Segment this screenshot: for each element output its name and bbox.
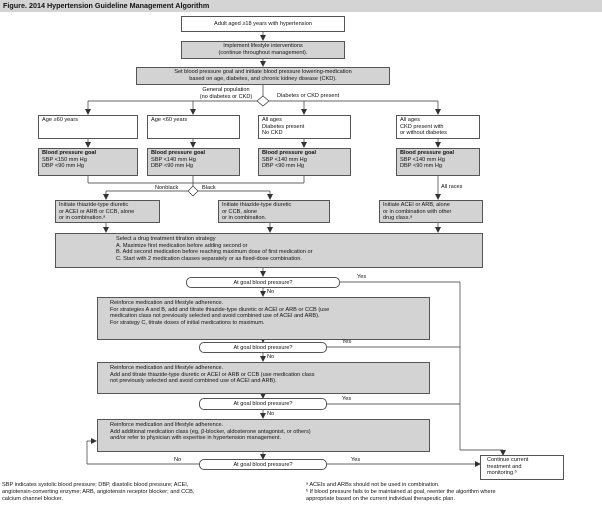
goal-box-age-60-plus: Blood pressure goal SBP <150 mm Hg DBP <… [38, 148, 138, 176]
age-under-60-box: Age <60 years [147, 115, 240, 139]
reinforce-box-1: Reinforce medication and lifestyle adher… [97, 297, 430, 340]
goal-question-4: At goal blood pressure? [199, 459, 327, 470]
diabetes-no-ckd-box: All ages Diabetes present No CKD [258, 115, 351, 139]
footnote-abbreviations: SBP indicates systolic blood pressure; D… [2, 482, 195, 502]
yes-label-3: Yes [342, 396, 352, 402]
yes-label-4: Yes [351, 457, 361, 463]
init-black-box: Initiate thiazide-type diuretic or CCB, … [218, 200, 330, 223]
no-label-2: No [267, 354, 275, 360]
goal-box-diabetes: Blood pressure goal SBP <140 mm Hg DBP <… [258, 148, 351, 176]
titration-strategy-box: Select a drug treatment titration strate… [55, 233, 483, 268]
goal-question-1: At goal blood pressure? [186, 277, 340, 288]
init-nonblack-box: Initiate thiazide-type diuretic or ACEI … [55, 200, 160, 223]
goal-question-3: At goal blood pressure? [199, 398, 327, 410]
no-label-1: No [267, 289, 275, 295]
no-label-4: No [174, 457, 182, 463]
reinforce-box-3: Reinforce medication and lifestyle adher… [97, 419, 430, 452]
goal-box-ckd: Blood pressure goal SBP <140 mm Hg DBP <… [396, 148, 480, 176]
diabetes-ckd-label: Diabetes or CKD present [277, 93, 340, 99]
footnote-b: ᵇ If blood pressure fails to be maintain… [306, 489, 496, 502]
branch-diamond [256, 95, 270, 107]
age-60-plus-box: Age ≥60 years [38, 115, 138, 139]
goal-question-2: At goal blood pressure? [199, 342, 327, 353]
footnote-a: ᵃ ACEIs and ARBs should not be used in c… [306, 482, 440, 488]
all-races-label: All races [441, 184, 463, 190]
set-goal-box: Set blood pressure goal and initiate blo… [136, 67, 390, 85]
start-box: Adult aged ≥18 years with hypertension [181, 16, 345, 32]
lifestyle-box: Implement lifestyle interventions (conti… [181, 41, 345, 59]
goal-box-age-under-60: Blood pressure goal SBP <140 mm Hg DBP <… [147, 148, 240, 176]
ckd-present-box: All ages CKD present with or without dia… [396, 115, 480, 139]
nonblack-label: Nonblack [155, 185, 179, 191]
figure-title: Figure. 2014 Hypertension Guideline Mana… [0, 0, 602, 12]
general-population-label: General population (no diabetes or CKD) [199, 87, 253, 100]
black-label: Black [202, 185, 216, 191]
yes-label-2: Yes [342, 339, 352, 345]
init-ckd-box: Initiate ACEI or ARB, alone or in combin… [379, 200, 483, 223]
race-diamond [187, 185, 199, 197]
reinforce-box-2: Reinforce medication and lifestyle adher… [97, 362, 430, 394]
yes-label-1: Yes [357, 274, 367, 280]
no-label-3: No [267, 411, 275, 417]
continue-treatment-box: Continue current treatment and monitorin… [480, 455, 564, 480]
